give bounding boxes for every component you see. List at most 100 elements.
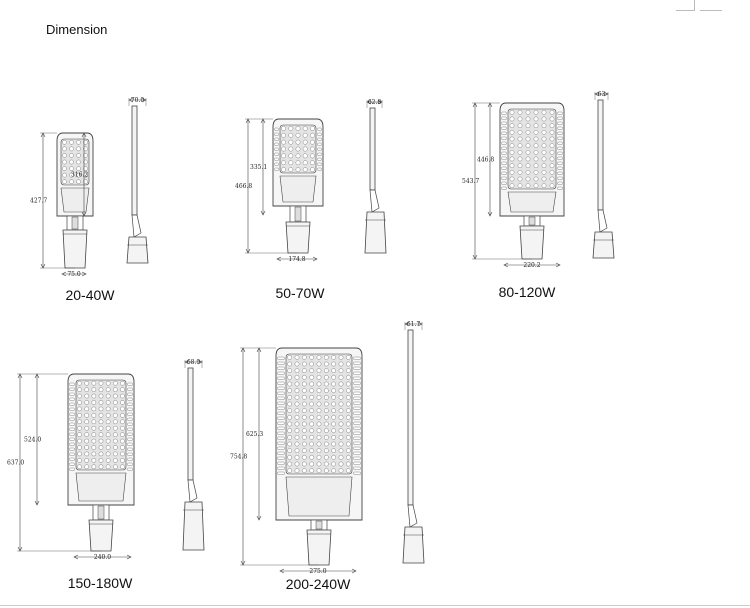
led-chip: [91, 425, 97, 431]
led-chip: [324, 361, 329, 367]
led-chip: [324, 415, 329, 420]
cooling-fin: [353, 391, 361, 395]
cooling-fin: [127, 422, 133, 426]
cooling-fin: [274, 132, 279, 136]
led-chip: [83, 166, 88, 171]
led-chip: [294, 361, 300, 367]
led-panel: [75, 379, 127, 471]
bracket-bolt: [315, 520, 323, 530]
led-chip: [84, 451, 89, 457]
led-chip: [120, 393, 125, 399]
dimension-label: 70.0: [131, 97, 145, 104]
led-chip: [76, 153, 81, 158]
cooling-fin: [277, 431, 285, 435]
cooling-fin: [127, 392, 133, 396]
led-chip: [91, 464, 97, 470]
led-chip: [316, 441, 322, 447]
led-chip: [309, 388, 314, 393]
cooling-fin: [69, 402, 75, 406]
pole-adapter: [182, 501, 205, 551]
pole-adapter: [402, 526, 425, 564]
led-chip: [533, 163, 539, 169]
led-chip: [84, 458, 89, 463]
led-chip: [549, 129, 555, 135]
led-chip: [331, 468, 336, 473]
led-chip: [346, 448, 351, 453]
cooling-fin: [353, 471, 361, 475]
led-chip: [120, 464, 125, 470]
led-chip: [281, 126, 286, 131]
led-chip: [302, 361, 307, 367]
dimension-vertical: 316.2: [71, 132, 88, 217]
led-chip: [331, 388, 336, 393]
led-chip: [294, 441, 300, 447]
cooling-fin: [277, 426, 285, 430]
led-chip: [541, 143, 547, 149]
led-chip: [338, 435, 344, 440]
led-chip: [76, 159, 81, 165]
led-chip: [346, 388, 351, 393]
led-chip: [331, 408, 336, 413]
led-chip: [525, 149, 531, 155]
led-chip: [346, 395, 351, 400]
dimension-vertical: 754.8: [230, 347, 247, 566]
led-chip: [302, 160, 308, 166]
led-chip: [287, 461, 292, 467]
led-chip: [83, 179, 88, 185]
led-chip: [324, 355, 329, 360]
cooling-fin: [501, 126, 507, 130]
led-chip: [331, 415, 336, 420]
led-chip: [105, 458, 111, 463]
led-chip: [338, 375, 344, 380]
dimension-horizontal: 68.9: [184, 359, 203, 366]
led-chip: [62, 172, 67, 178]
led-chip: [517, 136, 523, 142]
cooling-fin: [557, 181, 563, 185]
led-chip: [338, 441, 344, 447]
led-chip: [302, 461, 307, 467]
cooling-fin: [317, 167, 322, 171]
dimension-label: 275.0: [309, 568, 326, 575]
cooling-fin: [277, 366, 285, 370]
led-chip: [105, 400, 111, 405]
led-chip: [509, 129, 515, 135]
cooling-fin: [127, 462, 133, 466]
cooling-fin: [353, 436, 361, 440]
led-chip: [541, 110, 547, 115]
lamp-profile: [369, 107, 376, 191]
dimension-horizontal: 62.8: [366, 99, 383, 106]
led-chip: [69, 139, 74, 145]
led-chip: [316, 428, 322, 433]
led-chip: [316, 368, 322, 373]
led-chip: [541, 176, 547, 182]
led-chip: [549, 163, 555, 169]
led-chip: [288, 153, 294, 159]
led-chip: [98, 458, 104, 463]
led-chip: [509, 176, 515, 182]
led-chip: [281, 167, 286, 172]
led-chip: [541, 149, 547, 155]
led-chip: [309, 448, 314, 453]
led-chip: [105, 387, 111, 392]
led-chip: [98, 425, 104, 431]
led-chip: [295, 126, 301, 131]
cooling-fin: [127, 467, 133, 471]
model-caption: 50-70W: [275, 285, 325, 301]
dimension-vertical: 335.1: [250, 118, 267, 216]
cooling-fin: [274, 157, 279, 161]
led-chip: [549, 156, 555, 162]
led-chip: [525, 110, 531, 115]
led-chip: [302, 375, 307, 380]
cooling-fin: [277, 361, 285, 365]
led-chip: [331, 375, 336, 380]
led-chip: [533, 149, 539, 155]
led-chip: [338, 461, 344, 467]
led-chip: [105, 393, 111, 399]
led-chip: [287, 355, 292, 360]
led-chip: [287, 401, 292, 407]
cooling-fin: [501, 136, 507, 140]
led-chip: [287, 395, 292, 400]
cooling-fin: [277, 386, 285, 390]
